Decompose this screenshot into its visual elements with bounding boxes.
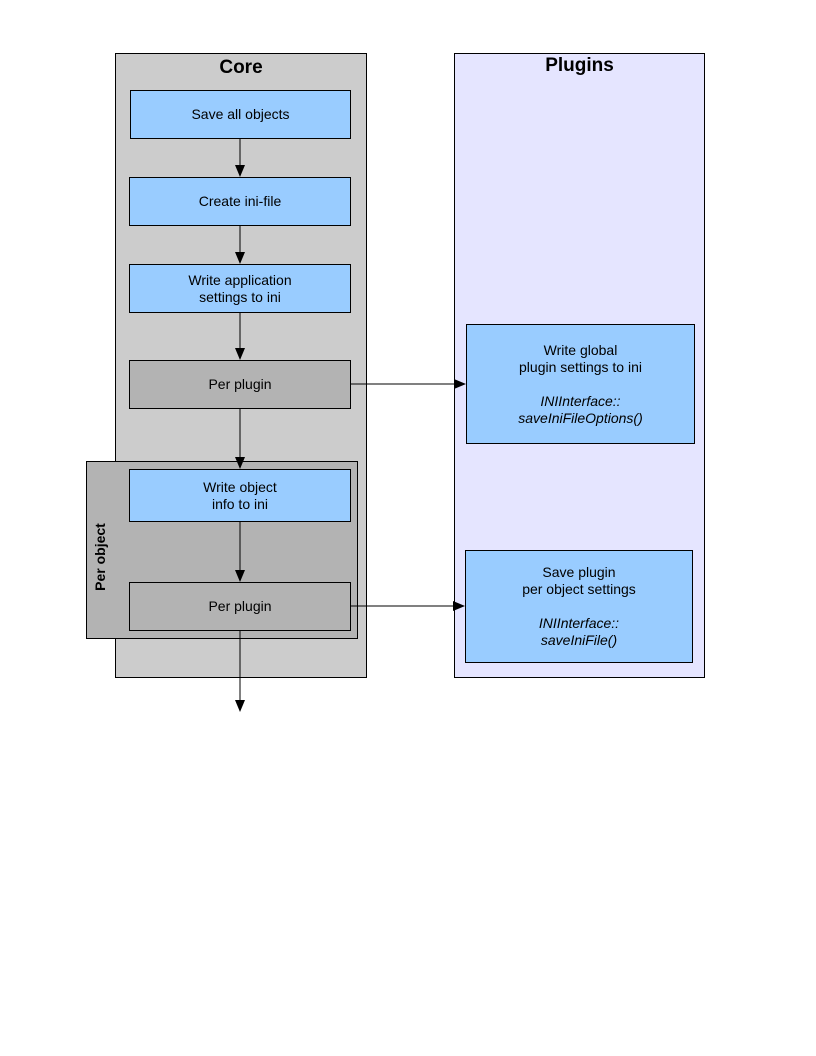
- write-global-plugin-settings-step: Write global plugin settings to ini INII…: [466, 324, 695, 444]
- write-object-text-line1: Write object: [203, 478, 277, 495]
- per-plugin-object-loop: Per plugin: [129, 582, 351, 631]
- core-lane-title: Core: [219, 57, 263, 78]
- perobj-text-line2: per object settings: [522, 581, 636, 597]
- per-plugin-object-text: Per plugin: [208, 598, 272, 614]
- per-plugin-global-loop: Per plugin: [129, 360, 351, 409]
- write-object-text-line2: info to ini: [211, 495, 269, 512]
- save-all-objects-step: Save all objects: [130, 90, 351, 139]
- global-text-line1: Write global: [543, 341, 618, 358]
- perobj-call-line2: saveIniFile(): [540, 632, 618, 648]
- write-application-settings-step: Write application settings to ini: [129, 264, 351, 313]
- per-plugin-global-text: Per plugin: [208, 376, 272, 392]
- save-all-objects-text: Save all objects: [191, 106, 290, 122]
- global-call-line1: INIInterface::: [540, 392, 621, 409]
- write-app-text-line1: Write application: [188, 271, 292, 288]
- save-plugin-per-object-step: Save plugin per object settings INIInter…: [465, 550, 693, 663]
- global-call-line2: saveIniFileOptions(): [518, 409, 643, 426]
- plugins-lane-title: Plugins: [545, 55, 614, 76]
- create-ini-file-step: Create ini-file: [129, 177, 351, 226]
- write-object-info-step: Write object info to ini: [129, 469, 351, 522]
- perobj-text-line1: Save plugin: [542, 564, 616, 580]
- global-text-line2: plugin settings to ini: [519, 358, 642, 375]
- create-ini-file-text: Create ini-file: [198, 193, 282, 209]
- perobj-call-line1: INIInterface::: [538, 615, 620, 631]
- write-app-text-line2: settings to ini: [199, 288, 281, 305]
